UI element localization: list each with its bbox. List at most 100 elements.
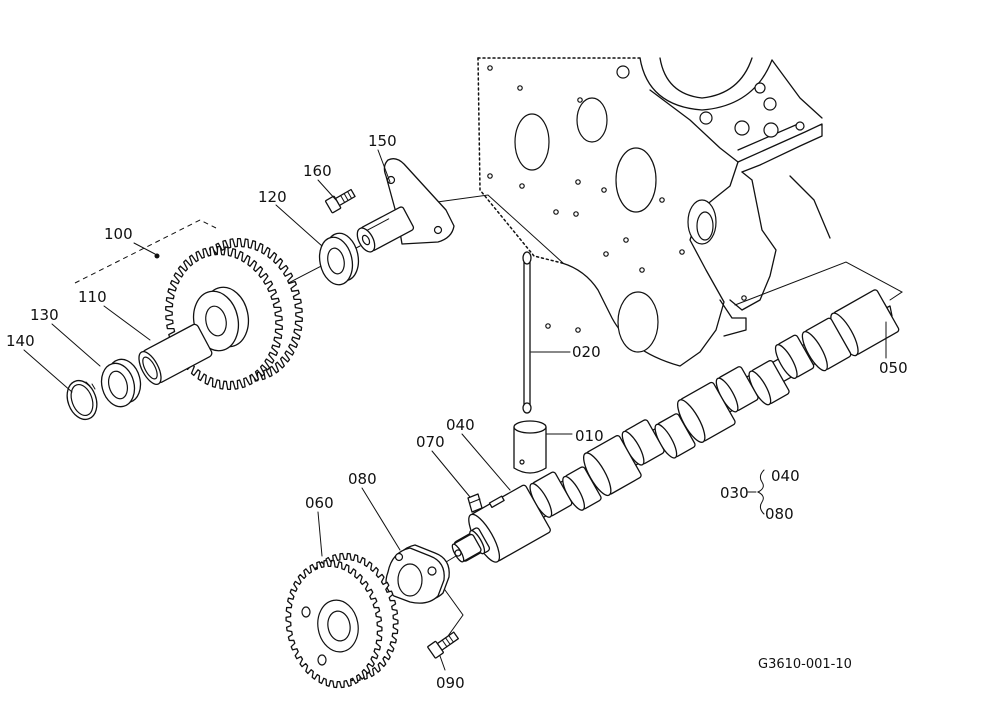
block-stud-hole	[754, 82, 766, 94]
block-stud-hole	[763, 97, 777, 111]
camshaft	[451, 289, 900, 563]
block-stud-hole	[795, 121, 805, 131]
circlip-gap	[85, 381, 96, 390]
stub-shaft-hole	[361, 234, 371, 246]
label-040: 040	[446, 416, 475, 434]
key	[467, 493, 483, 513]
block-hole	[623, 237, 629, 243]
thrust-plate-bolt-hole	[394, 552, 404, 562]
block-bore-hole	[617, 291, 659, 353]
camshaft-lobe-face	[774, 344, 798, 379]
idler-gear	[154, 237, 303, 391]
block-hole	[487, 65, 493, 71]
leader-060	[317, 511, 323, 557]
pushrod-bottom-end	[522, 402, 532, 414]
label-160: 160	[303, 162, 332, 180]
assembly-030-component: 080	[765, 505, 794, 523]
label-070: 070	[416, 433, 445, 451]
block-side-ledge	[737, 123, 823, 173]
block-notch	[719, 299, 747, 337]
idler-subassembly-bracket	[74, 219, 217, 284]
assembly-030-component: 040	[771, 467, 800, 485]
plate-bolt	[427, 631, 459, 659]
camshaft-nose-hole	[454, 549, 462, 557]
bushing-bore	[142, 356, 158, 380]
block-ledge-line	[737, 123, 799, 151]
bracket-bolt	[325, 188, 356, 214]
block-hole	[519, 183, 525, 189]
leader-090	[439, 655, 446, 671]
block-hole	[545, 323, 551, 329]
label-130: 130	[30, 306, 59, 324]
block-hole	[487, 173, 493, 179]
pushrod-body	[523, 261, 531, 406]
label-050: 050	[879, 359, 908, 377]
block-hole	[575, 327, 581, 333]
block-right-edge	[789, 175, 831, 239]
key-edge	[469, 498, 481, 504]
bolt-head	[325, 195, 342, 214]
label-120: 120	[258, 188, 287, 206]
block-hole	[639, 267, 645, 273]
leader-lines	[23, 149, 887, 671]
stub-shaft-flat	[367, 218, 390, 231]
block-hole	[679, 249, 685, 255]
washer-hole	[327, 247, 345, 275]
bracket-bolt-hole	[386, 175, 396, 185]
block-hole	[553, 209, 559, 215]
block-hole	[517, 85, 523, 91]
label-010: 010	[575, 427, 604, 445]
circlip-inner	[70, 383, 94, 417]
camshaft-to-block-line	[734, 261, 903, 306]
camshaft-keyway	[488, 495, 505, 509]
idler-gear-bore	[205, 305, 227, 337]
leader-080	[361, 487, 401, 551]
bolt-head	[427, 640, 444, 659]
assembly-030-bracket	[747, 469, 765, 515]
block-hole	[741, 295, 747, 301]
camshaft-sections	[451, 289, 900, 563]
camshaft-journal-face	[801, 330, 828, 372]
camshaft-gear-small-hole	[317, 654, 327, 666]
thrust-plate-bolt-hole	[427, 566, 437, 576]
block-hole	[601, 187, 607, 193]
cylinder-bore-inner	[659, 57, 753, 99]
leader-140	[23, 349, 73, 393]
leader-150	[377, 149, 391, 183]
circlip	[66, 379, 98, 421]
block-stud-hole	[616, 65, 630, 79]
block-top-right-edge	[771, 59, 823, 119]
block-stud-hole	[734, 120, 750, 136]
label-080: 080	[348, 470, 377, 488]
leader-130	[51, 323, 101, 367]
block-stud-hole	[763, 122, 779, 138]
bracket-bolt-hole	[433, 225, 443, 235]
cylinder-bore	[639, 57, 773, 111]
tappet	[513, 420, 547, 474]
label-090: 090	[436, 674, 465, 692]
collar	[100, 358, 142, 408]
leader-070	[431, 450, 471, 498]
tappet-hole	[519, 459, 525, 465]
key-body	[467, 493, 483, 513]
block-hole	[573, 211, 579, 217]
leader-120	[275, 204, 323, 247]
block-stud-hole	[699, 111, 713, 125]
assembly-030-label: 030	[720, 484, 749, 502]
bracket-to-block-line	[429, 194, 564, 264]
block-bore-hole	[615, 147, 657, 213]
engine-block	[477, 57, 831, 367]
camshaft-gear-bore	[327, 610, 351, 642]
label-140: 140	[6, 332, 35, 350]
camshaft-gear-small-hole	[301, 606, 311, 618]
thrust-plate	[385, 544, 450, 604]
washer	[318, 232, 360, 286]
label-100: 100	[104, 225, 133, 243]
thrust-plate-center-hole	[397, 563, 423, 597]
block-bore-hole	[514, 113, 550, 171]
label-150: 150	[368, 132, 397, 150]
block-hole	[659, 197, 665, 203]
camshaft-bore-inner	[696, 211, 714, 241]
